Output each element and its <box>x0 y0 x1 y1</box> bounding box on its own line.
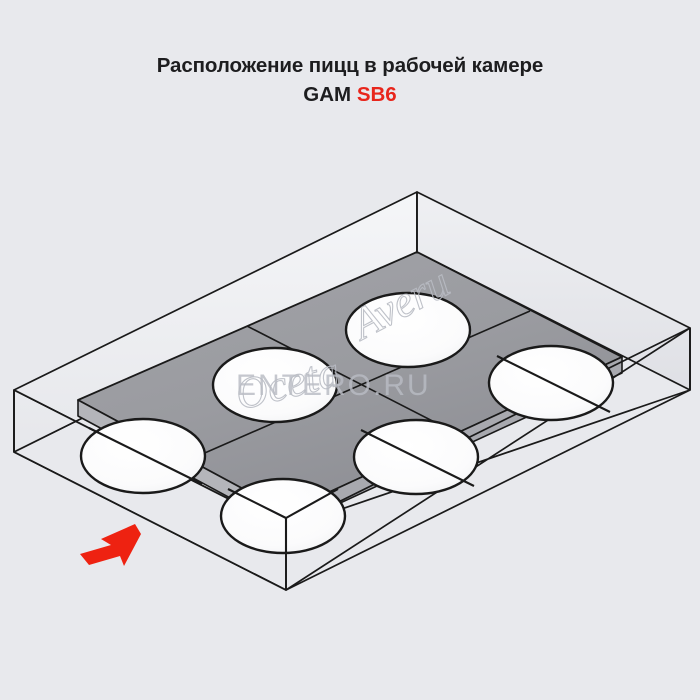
floor-grid-overlay <box>88 355 611 553</box>
pizza-2 <box>211 346 339 424</box>
arrow-shape <box>80 524 141 566</box>
grid-overlay-d <box>227 488 287 519</box>
pizza-4 <box>79 417 207 495</box>
grid-overlay-e <box>285 488 339 519</box>
grid-overlay-b <box>360 429 475 487</box>
floor-grid-lines <box>190 310 531 460</box>
pizza-1 <box>344 291 472 369</box>
red-pointer-arrow <box>80 524 141 566</box>
grid-overlay-a <box>88 427 203 485</box>
grid-line-row-1 <box>246 325 455 433</box>
grid-overlay-c <box>496 355 611 413</box>
watermark-text: ENTERO.RU <box>236 369 431 402</box>
